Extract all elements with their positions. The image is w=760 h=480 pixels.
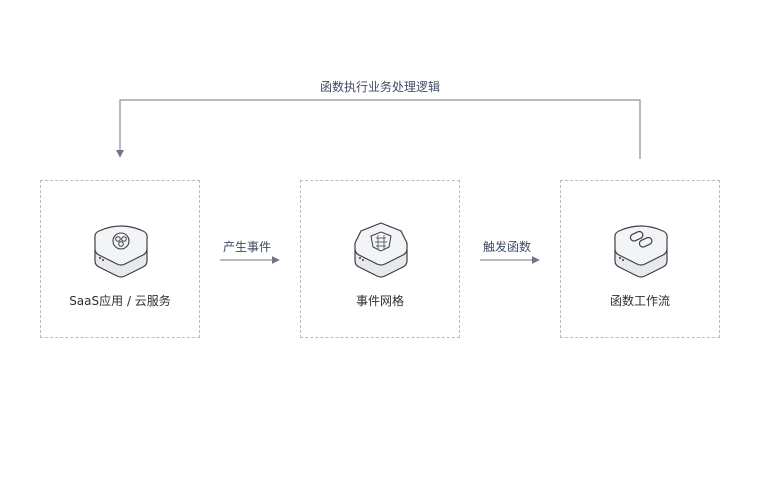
grid-shield-icon [354, 222, 408, 278]
feedback-label: 函数执行业务处理逻辑 [320, 80, 441, 94]
cluster-icon [94, 225, 148, 278]
produce-event-label: 产生事件 [223, 240, 272, 254]
node-label: 函数工作流 [609, 294, 670, 308]
node-label: 事件网格 [355, 294, 404, 308]
event-grid-node: 事件网格 [300, 180, 460, 338]
chain-link-icon [614, 225, 668, 278]
feedback-arrow [116, 99, 641, 159]
trigger-function-label: 触发函数 [483, 240, 532, 254]
saas-cloud-node: SaaS应用 / 云服务 [40, 180, 200, 338]
function-workflow-node: 函数工作流 [560, 180, 720, 338]
node-label: SaaS应用 / 云服务 [69, 294, 171, 308]
